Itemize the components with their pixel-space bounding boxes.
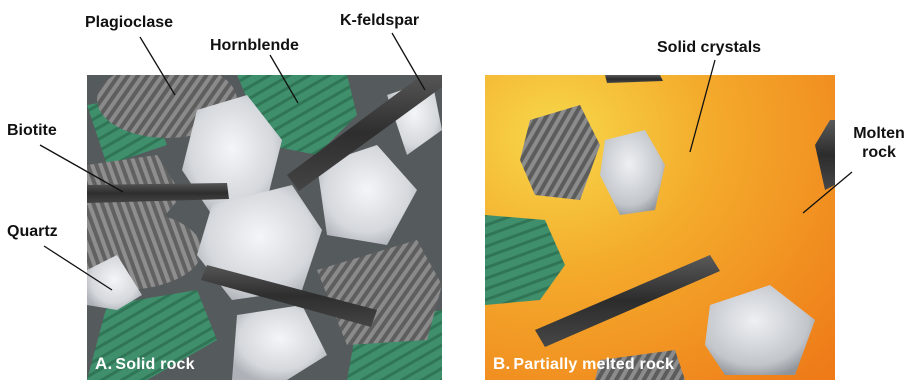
kfeldspar-leader	[392, 33, 425, 90]
plagioclase-leader	[140, 37, 175, 95]
plagioclase-label: Plagioclase	[85, 13, 173, 32]
molten-rock-label: Molten rock	[846, 124, 912, 162]
molten-rock-label-line2: rock	[846, 143, 912, 162]
hornblende-leader	[270, 55, 298, 103]
biotite-leader	[40, 145, 123, 192]
hornblende-label: Hornblende	[210, 36, 299, 55]
molten-rock-label-line1: Molten	[846, 124, 912, 143]
solid-crystals-label: Solid crystals	[657, 38, 761, 57]
kfeldspar-label: K-feldspar	[340, 11, 419, 30]
molten-rock-leader	[803, 172, 852, 213]
quartz-leader	[44, 246, 112, 290]
quartz-label: Quartz	[7, 222, 58, 241]
biotite-label: Biotite	[7, 121, 57, 140]
solid-crystals-leader	[690, 60, 715, 152]
